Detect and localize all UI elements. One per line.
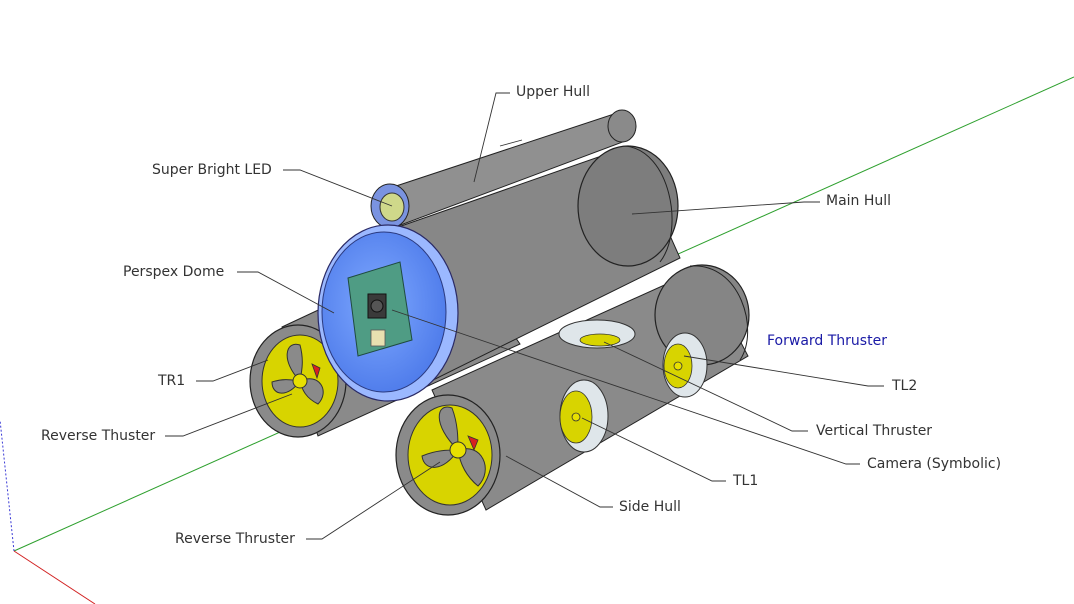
upper-hull: [370, 109, 637, 229]
label-tr1: TR1: [158, 373, 186, 389]
label-perspex-dome: Perspex Dome: [123, 264, 225, 280]
label-camera-symbolic: Camera (Symbolic): [867, 456, 1002, 472]
label-reverse-thruster: Reverse Thruster: [175, 531, 295, 547]
label-side-hull: Side Hull: [619, 499, 681, 515]
leader-lines: [165, 92, 884, 540]
red-axis: [13, 550, 96, 604]
label-reverse-thuster: Reverse Thuster: [41, 428, 156, 444]
side-hull-right: [395, 264, 750, 516]
label-upper-hull: Upper Hull: [516, 84, 591, 100]
blue-axis: [0, 419, 15, 552]
label-vertical-thruster: Vertical Thruster: [816, 423, 933, 439]
thruster-tl2: [662, 332, 708, 398]
label-tl1: TL1: [733, 473, 759, 489]
label-main-hull: Main Hull: [826, 193, 892, 209]
propeller-reverse: [421, 406, 486, 487]
perspex-dome: [317, 224, 459, 402]
led-lens: [379, 192, 405, 222]
label-forward-thruster[interactable]: Forward Thruster: [767, 333, 887, 349]
label-tl2: TL2: [892, 378, 918, 394]
label-super-bright-led: Super Bright LED: [152, 162, 272, 178]
camera-board: [347, 261, 413, 357]
thruster-tl1: [559, 379, 609, 453]
